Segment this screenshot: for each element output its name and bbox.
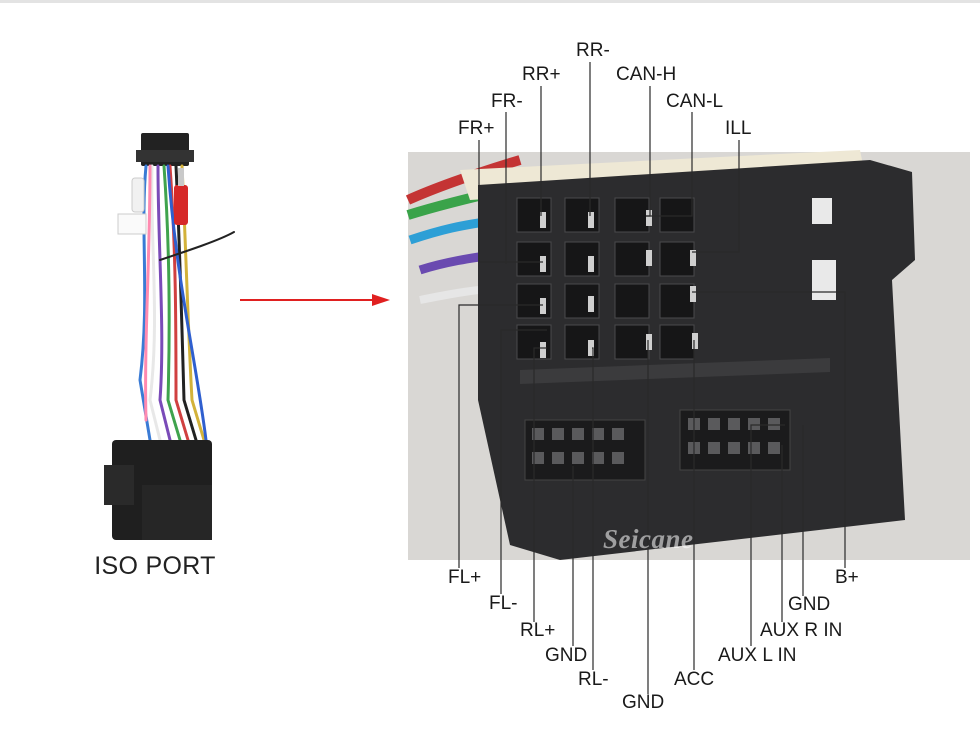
leader-aux-l-in	[750, 424, 785, 646]
pin-label-gnd-1: GND	[545, 645, 588, 666]
pin-label-fl-plus: FL+	[448, 567, 482, 588]
leader-rl-plus	[533, 347, 547, 622]
leader-ill	[692, 140, 740, 253]
leader-can-h	[646, 86, 651, 217]
seicane-watermark: Seicane	[603, 524, 694, 554]
pin-label-acc: ACC	[674, 669, 715, 690]
pin-label-rr-plus: RR+	[522, 64, 561, 85]
pin-label-rl-plus: RL+	[520, 620, 556, 641]
pin-label-fl-minus: FL-	[489, 593, 518, 614]
pin-label-b-plus: B+	[835, 567, 859, 588]
leader-fl-minus	[500, 329, 547, 594]
pin-label-aux-l-in: AUX L IN	[718, 645, 797, 666]
leader-fl-plus	[458, 304, 543, 568]
pin-label-fr-minus: FR-	[491, 91, 523, 112]
top-divider	[0, 0, 980, 3]
pin-label-gnd-3: GND	[788, 594, 831, 615]
pin-label-ill: ILL	[725, 118, 752, 139]
pin-label-rr-minus: RR-	[576, 40, 610, 61]
pin-label-aux-r-in: AUX R IN	[760, 620, 843, 641]
pin-label-rl-minus: RL-	[578, 669, 609, 690]
leader-can-l	[646, 112, 693, 217]
pin-label-fr-plus: FR+	[458, 118, 495, 139]
pin-label-gnd-2: GND	[622, 692, 665, 713]
pin-label-can-l: CAN-L	[666, 91, 724, 112]
leader-rl-minus	[592, 347, 594, 670]
pin-label-can-h: CAN-H	[616, 64, 677, 85]
leader-fr-plus	[478, 140, 543, 263]
leader-b-plus	[692, 291, 846, 568]
iso-port-caption: ISO PORT	[94, 552, 216, 580]
